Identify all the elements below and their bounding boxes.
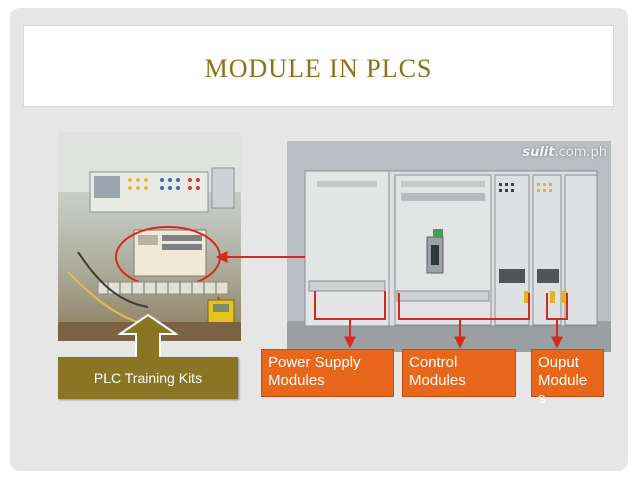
slide-title: MODULE IN PLCS: [204, 54, 433, 83]
power-supply-modules-callout: Power Supply Modules: [261, 349, 394, 397]
plc-training-kits-label: PLC Training Kits: [58, 357, 238, 399]
control-modules-callout: Control Modules: [402, 349, 516, 397]
watermark: sulit.com.ph: [522, 145, 607, 160]
plc-training-kit-photo: [58, 132, 241, 341]
training-kit-illustration: [58, 132, 241, 341]
output-modules-callout: Ouput Module s: [531, 349, 604, 407]
up-arrow-icon: [118, 314, 178, 360]
plc-rack-illustration: [287, 141, 611, 352]
title-box: MODULE IN PLCS: [24, 26, 613, 106]
plc-rack-photo: sulit.com.ph: [287, 141, 611, 352]
